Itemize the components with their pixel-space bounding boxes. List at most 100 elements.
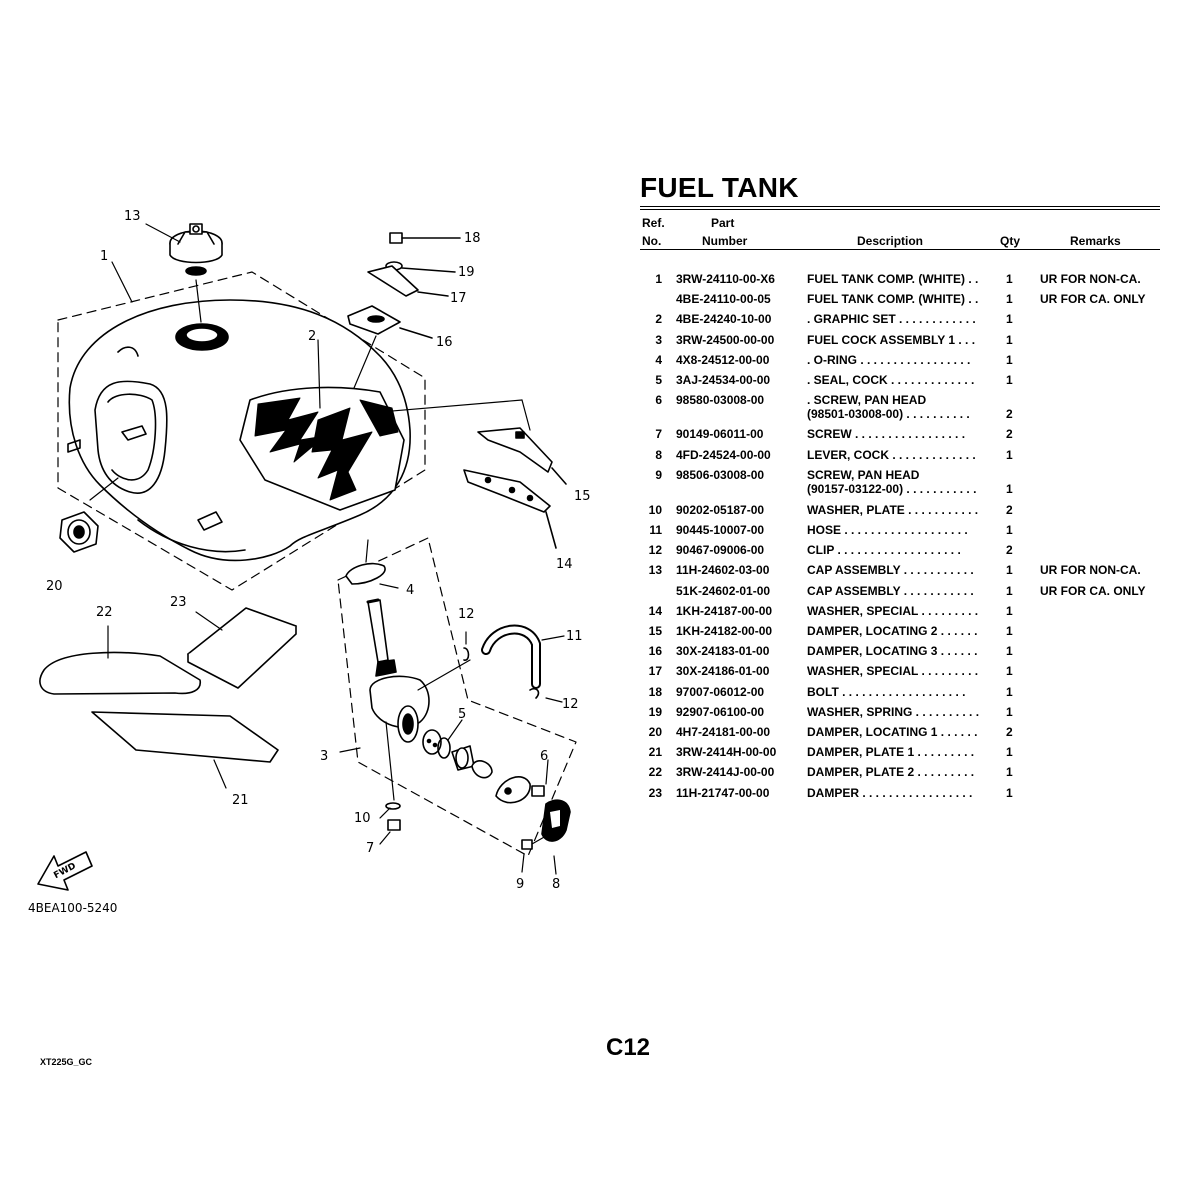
part-number: 4BE-24110-00-05 (676, 292, 771, 307)
header-qty: Qty (1000, 234, 1021, 248)
o-ring (345, 562, 386, 585)
description: WASHER, SPECIAL . . . . . . . . . (807, 664, 979, 679)
part-number: 30X-24186-01-00 (676, 664, 770, 679)
part-number: 3RW-2414H-00-00 (676, 745, 777, 760)
callout-5: 5 (458, 707, 466, 722)
part-number: 11H-24602-03-00 (676, 563, 770, 578)
ref-no: 21 (648, 745, 662, 760)
description: FUEL TANK COMP. (WHITE) . . (807, 272, 979, 286)
ref-no: 1 (655, 272, 662, 286)
description: DAMPER, LOCATING 1 . . . . . . (807, 724, 978, 739)
description: CLIP . . . . . . . . . . . . . . . . . .… (807, 543, 961, 558)
table-row: 10 90202-05187-00 WASHER, PLATE . . . . … (640, 503, 1160, 523)
fuel-cock-dashed-box (337, 537, 577, 857)
qty: 1 (1006, 664, 1013, 679)
callout-6: 6 (540, 749, 548, 764)
table-row: 18 97007-06012-00 BOLT . . . . . . . . .… (640, 685, 1160, 705)
qty: 1 (1006, 523, 1013, 538)
callout-18: 18 (464, 231, 481, 246)
description: DAMPER . . . . . . . . . . . . . . . . . (807, 785, 973, 800)
description: . O-RING . . . . . . . . . . . . . . . .… (807, 352, 971, 367)
forward-arrow-icon: FWD (37, 851, 93, 891)
ref-no: 23 (648, 785, 662, 800)
table-row: 7 90149-06011-00 SCREW . . . . . . . . .… (640, 427, 1160, 447)
description: DAMPER, PLATE 2 . . . . . . . . . (807, 765, 975, 780)
qty: 1 (1006, 745, 1013, 760)
table-row: 21 3RW-2414H-00-00 DAMPER, PLATE 1 . . .… (640, 745, 1160, 765)
callout-13: 13 (124, 209, 141, 224)
callout-12b: 12 (562, 697, 579, 712)
description: DAMPER, LOCATING 3 . . . . . . (807, 644, 978, 659)
ref-no: 4 (655, 352, 662, 367)
qty: 1 (1006, 372, 1013, 387)
table-row: 4 4X8-24512-00-00 . O-RING . . . . . . .… (640, 353, 1160, 373)
description-line2: (98501-03008-00) . . . . . . . . . . (807, 407, 970, 422)
callout-2: 2 (308, 329, 316, 344)
bolt-and-washers (347, 232, 461, 389)
description: . SCREW, PAN HEAD (807, 393, 927, 408)
ref-no: 20 (648, 724, 662, 739)
part-number: 3AJ-24534-00-00 (676, 372, 771, 387)
qty: 1 (1006, 704, 1013, 719)
description: WASHER, SPRING . . . . . . . . . . (807, 704, 980, 719)
qty: 1 (1006, 272, 1013, 286)
table-row: 22 3RW-2414J-00-00 DAMPER, PLATE 2 . . .… (640, 765, 1160, 785)
table-row: 2 4BE-24240-10-00 . GRAPHIC SET . . . . … (640, 312, 1160, 332)
description: FUEL TANK COMP. (WHITE) . . (807, 292, 979, 307)
part-number: 4BE-24240-10-00 (676, 312, 772, 327)
callout-11: 11 (566, 629, 583, 644)
drawing-code: 4BEA100-5240 (28, 901, 117, 915)
callout-3: 3 (320, 749, 328, 764)
callout-7: 7 (366, 841, 374, 856)
table-row: 4BE-24110-00-05 FUEL TANK COMP. (WHITE) … (640, 292, 1160, 312)
part-number: 92907-06100-00 (676, 704, 765, 719)
remarks: UR FOR NON-CA. (1040, 563, 1141, 578)
header-rule (640, 249, 1160, 250)
description: DAMPER, PLATE 1 . . . . . . . . . (807, 745, 975, 760)
callout-21: 21 (232, 793, 249, 808)
ref-no: 22 (648, 765, 662, 780)
qty: 1 (1006, 644, 1013, 659)
table-row: 20 4H7-24181-00-00 DAMPER, LOCATING 1 . … (640, 725, 1160, 745)
header-remarks: Remarks (1070, 234, 1121, 248)
qty: 2 (1006, 407, 1013, 422)
qty: 1 (1006, 312, 1013, 327)
callout-14: 14 (556, 557, 573, 572)
ref-no: 18 (648, 684, 662, 699)
callout-1: 1 (100, 249, 108, 264)
callout-19: 19 (458, 265, 475, 280)
ref-no: 9 (655, 467, 662, 482)
description: BOLT . . . . . . . . . . . . . . . . . .… (807, 684, 966, 699)
exploded-parts-diagram: 13 1 2 3 4 5 6 7 8 9 10 11 12 12 14 15 1… (28, 209, 591, 915)
ref-no: 2 (655, 312, 662, 327)
remarks: UR FOR CA. ONLY (1040, 583, 1146, 598)
fuel-cap (169, 223, 223, 276)
ref-no: 13 (648, 563, 662, 578)
callout-8: 8 (552, 877, 560, 892)
ref-no: 17 (648, 664, 662, 679)
callout-9: 9 (516, 877, 524, 892)
callout-12a: 12 (458, 607, 475, 622)
table-row: 17 30X-24186-01-00 WASHER, SPECIAL . . .… (640, 664, 1160, 684)
part-number: 1KH-24182-00-00 (676, 624, 773, 638)
part-number: 11H-21747-00-00 (676, 785, 770, 800)
footer-code: XT225G_GC (40, 1057, 93, 1067)
table-row: 15 1KH-24182-00-00 DAMPER, LOCATING 2 . … (640, 624, 1160, 644)
table-row: 5 3AJ-24534-00-00 . SEAL, COCK . . . . .… (640, 373, 1160, 393)
hose-and-clips (463, 624, 541, 699)
part-number: 97007-06012-00 (676, 684, 765, 699)
qty: 1 (1006, 603, 1013, 618)
table-row: 14 1KH-24187-00-00 WASHER, SPECIAL . . .… (640, 604, 1160, 624)
fuel-tank (67, 299, 411, 562)
damper-plates (39, 607, 297, 763)
description: DAMPER, LOCATING 2 . . . . . . (807, 624, 978, 638)
part-number: 90467-09006-00 (676, 543, 765, 558)
table-row: 9 98506-03008-00 SCREW, PAN HEAD (90157-… (640, 468, 1160, 503)
ref-no: 10 (648, 502, 662, 517)
table-row: 16 30X-24183-01-00 DAMPER, LOCATING 3 . … (640, 644, 1160, 664)
part-number: 3RW-24500-00-00 (676, 332, 775, 347)
ref-no: 14 (648, 603, 662, 618)
header-part-line1: Part (711, 216, 735, 230)
remarks: UR FOR NON-CA. (1040, 272, 1141, 286)
qty: 2 (1006, 724, 1013, 739)
